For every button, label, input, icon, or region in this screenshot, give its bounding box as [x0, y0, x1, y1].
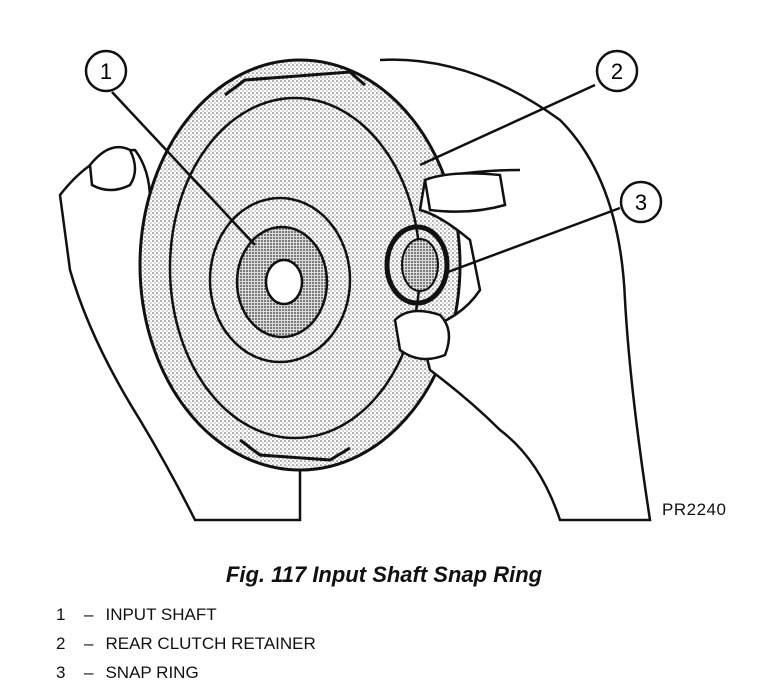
legend-label: REAR CLUTCH RETAINER [105, 634, 316, 653]
figure-code: PR2240 [662, 500, 727, 519]
legend-number: 3 [56, 663, 66, 682]
callout-1: 1 [84, 49, 128, 93]
retainer-tabs [224, 70, 366, 462]
right-finger [423, 172, 507, 213]
legend-number: 1 [56, 605, 66, 624]
callout-2-number: 2 [611, 59, 623, 84]
legend-number: 2 [56, 634, 66, 653]
callout-2-leader [419, 83, 596, 167]
legend-item: 1 – INPUT SHAFT [56, 600, 316, 629]
legend: 1 – INPUT SHAFT 2 – REAR CLUTCH RETAINER… [56, 600, 316, 687]
legend-label: SNAP RING [105, 663, 199, 682]
callout-3-number: 3 [635, 190, 647, 215]
legend-item: 2 – REAR CLUTCH RETAINER [56, 629, 316, 658]
snap-ring-inner [401, 238, 439, 292]
callout-3: 3 [619, 180, 663, 224]
legend-item: 3 – SNAP RING [56, 658, 316, 687]
legend-separator: – [84, 605, 94, 624]
right-hand [379, 58, 652, 522]
callout-2: 2 [595, 49, 639, 93]
illustration: 1 2 3 [58, 49, 663, 522]
legend-separator: – [84, 634, 94, 653]
legend-separator: – [84, 663, 94, 682]
right-thumb [393, 309, 451, 361]
left-thumb [88, 145, 137, 192]
snap-ring [384, 224, 450, 306]
shaft-bore [264, 258, 304, 306]
callout-1-leader [111, 91, 256, 246]
legend-label: INPUT SHAFT [105, 605, 217, 624]
callout-3-leader [447, 206, 621, 274]
callout-1-number: 1 [100, 59, 112, 84]
figure-caption: Fig. 117 Input Shaft Snap Ring [225, 562, 543, 587]
